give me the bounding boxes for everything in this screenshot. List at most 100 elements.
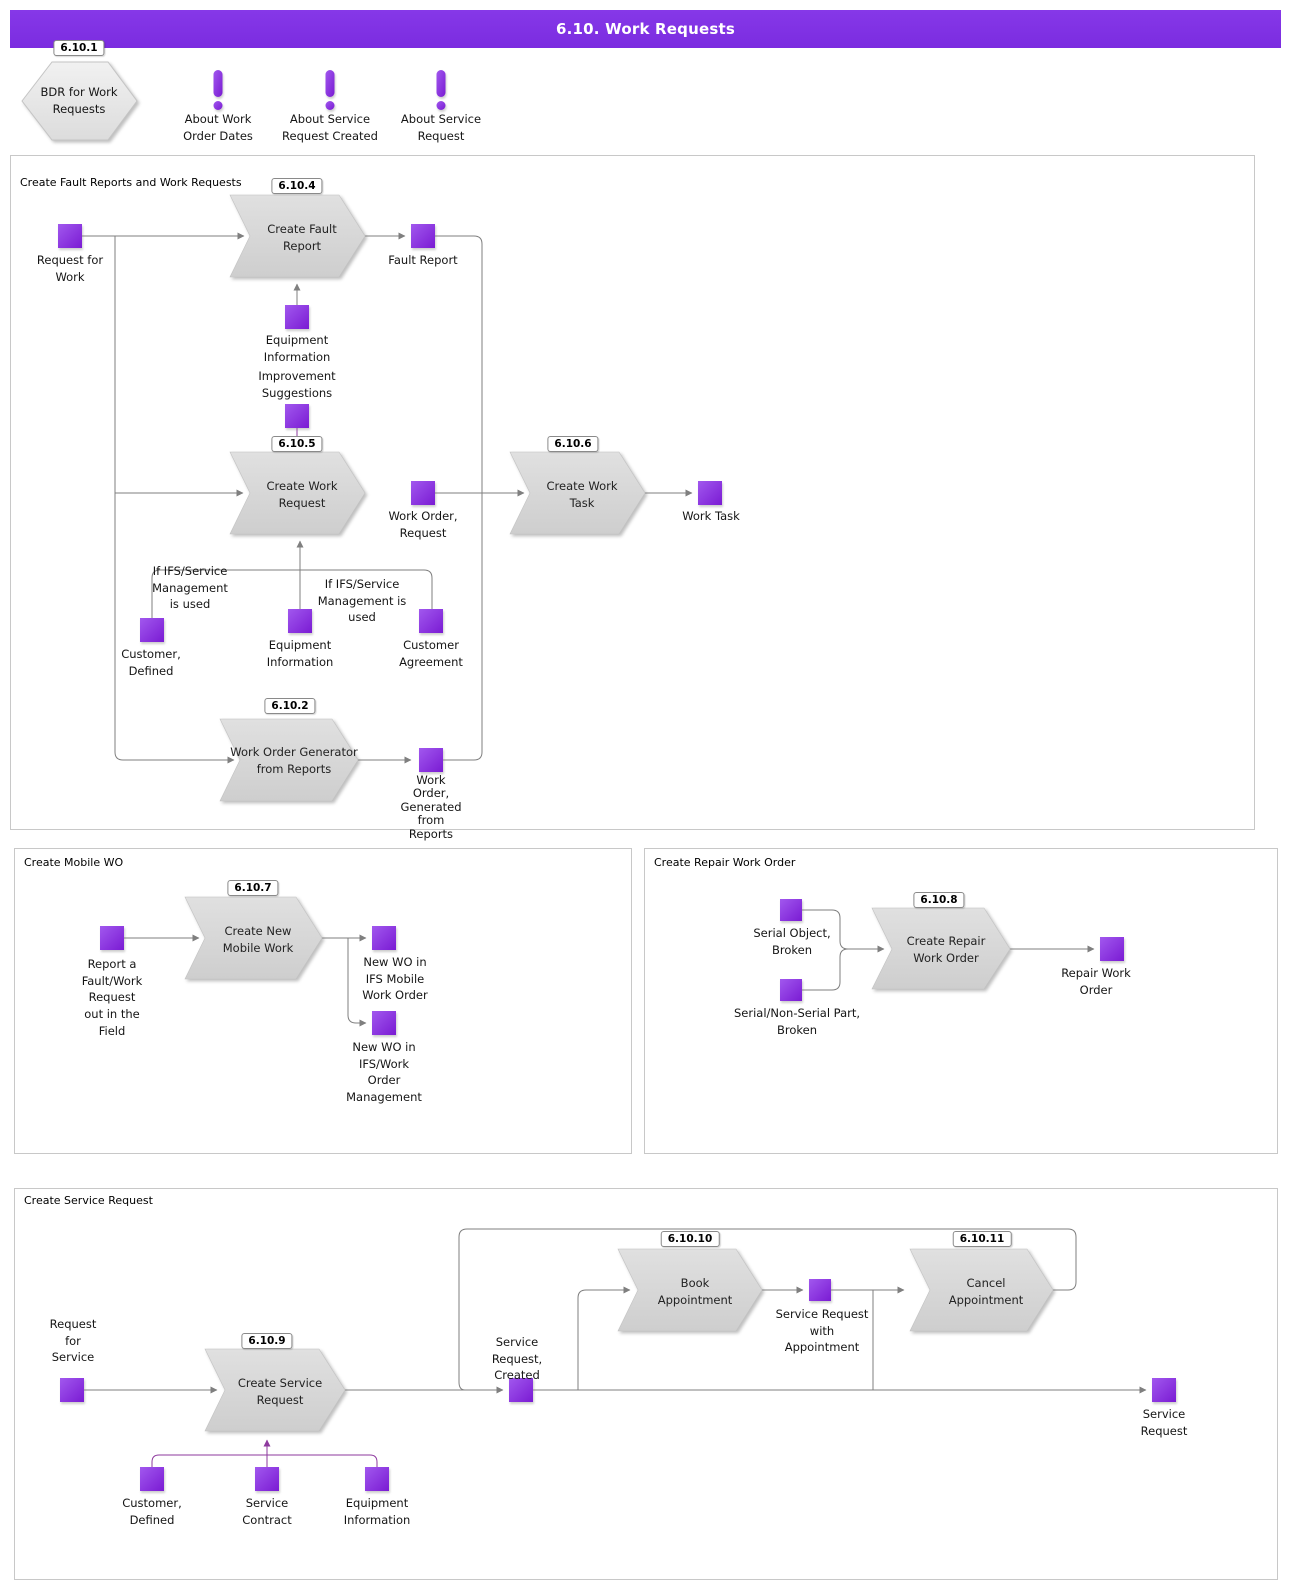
node-serial-part-broken[interactable] xyxy=(780,979,802,1001)
node-request-for-work[interactable] xyxy=(58,224,82,248)
badge-6-10-6[interactable]: 6.10.6 xyxy=(547,436,599,452)
note-icon-work-order-dates[interactable] xyxy=(213,70,223,110)
node-new-wo-ifs-wom[interactable] xyxy=(372,1011,396,1035)
process-create-work-request[interactable] xyxy=(229,451,366,535)
note-icons xyxy=(213,70,446,110)
process-create-service-request[interactable] xyxy=(204,1348,346,1432)
process-create-work-task[interactable] xyxy=(509,451,646,535)
badge-6-10-5[interactable]: 6.10.5 xyxy=(271,436,323,452)
label-about-service-request-created: About Service Request Created xyxy=(282,112,378,143)
label-work-task: Work Task xyxy=(682,509,740,523)
process-shapes xyxy=(184,194,1054,1432)
badge-6-10-10[interactable]: 6.10.10 xyxy=(660,1231,720,1247)
node-service-request-with-appointment[interactable] xyxy=(809,1279,831,1301)
connector-serialpart-to-repair xyxy=(802,948,849,991)
node-work-order-request[interactable] xyxy=(411,481,435,505)
label-service-request-with-appointment: Service Request with Appointment xyxy=(775,1307,869,1355)
label-equipment-information-top: Equipment Information xyxy=(263,333,331,364)
label-equipment-information-2: Equipment Information xyxy=(343,1496,411,1527)
label-request-for-service: Request for Service xyxy=(49,1317,97,1365)
label-serial-object-broken: Serial Object, Broken xyxy=(753,926,831,957)
label-create-repair-work-order: Create Repair Work Order xyxy=(906,934,986,965)
node-work-task[interactable] xyxy=(698,481,722,505)
page-title: 6.10. Work Requests xyxy=(556,20,735,38)
note-icon-service-request-created[interactable] xyxy=(325,70,335,110)
process-cancel-appointment[interactable] xyxy=(909,1248,1054,1332)
badge-6-10-9[interactable]: 6.10.9 xyxy=(241,1333,293,1349)
process-book-appointment[interactable] xyxy=(617,1248,763,1332)
connector-request-to-generator xyxy=(114,236,235,764)
bdr-hexagon[interactable] xyxy=(21,61,138,141)
label-bdr: BDR for Work Requests xyxy=(40,85,118,116)
note-icon-service-request[interactable] xyxy=(436,70,446,110)
badge-6-10-1[interactable]: 6.10.1 xyxy=(53,40,105,56)
connector-faultreport-merge xyxy=(435,235,483,493)
node-request-for-service[interactable] xyxy=(60,1378,84,1402)
node-improvement-suggestions[interactable] xyxy=(285,404,309,428)
data-squares xyxy=(58,224,1176,1491)
connector-srcreated-to-book xyxy=(577,1286,631,1390)
label-service-contract: Service Contract xyxy=(242,1496,292,1527)
process-create-new-mobile-work[interactable] xyxy=(184,896,323,980)
node-repair-work-order[interactable] xyxy=(1100,937,1124,961)
node-equipment-information[interactable] xyxy=(288,609,312,633)
panel-title-service: Create Service Request xyxy=(24,1194,153,1207)
node-customer-defined[interactable] xyxy=(140,618,164,642)
panel-create-mobile-wo xyxy=(14,848,632,1154)
panel-title-fault: Create Fault Reports and Work Requests xyxy=(20,176,242,189)
label-service-request: Service Request xyxy=(1140,1407,1188,1438)
label-repair-work-order: Repair Work Order xyxy=(1061,966,1131,997)
title-bar: 6.10. Work Requests xyxy=(10,10,1281,48)
connector-input-bus xyxy=(151,569,433,618)
badge-6-10-7[interactable]: 6.10.7 xyxy=(227,880,279,896)
label-request-for-work: Request for Work xyxy=(36,253,104,284)
node-equipment-information-2[interactable] xyxy=(365,1467,389,1491)
label-create-fault-report: Create Fault Report xyxy=(267,222,337,253)
label-customer-defined: Customer, Defined xyxy=(121,647,181,678)
label-work-order-request: Work Order, Request xyxy=(388,509,458,540)
label-service-request-created: Service Request, Created xyxy=(491,1335,543,1383)
node-service-request-created[interactable] xyxy=(509,1378,533,1402)
node-serial-object-broken[interactable] xyxy=(780,899,802,921)
node-equipment-information-top[interactable] xyxy=(285,305,309,329)
node-fault-report[interactable] xyxy=(411,224,435,248)
panel-title-repair: Create Repair Work Order xyxy=(654,856,796,869)
node-new-wo-ifs-mobile[interactable] xyxy=(372,926,396,950)
label-customer-defined-2: Customer, Defined xyxy=(122,1496,182,1527)
label-report-fault-field: Report a Fault/Work Request out in the F… xyxy=(81,957,143,1038)
node-service-contract[interactable] xyxy=(255,1467,279,1491)
label-customer-agreement: Customer Agreement xyxy=(399,638,463,669)
label-about-service-request: About Service Request xyxy=(400,112,482,143)
label-create-work-task: Create Work Task xyxy=(546,479,618,510)
connector-lines xyxy=(82,232,1147,1394)
node-customer-defined-2[interactable] xyxy=(140,1467,164,1491)
node-report-fault-field[interactable] xyxy=(100,926,124,950)
panel-title-mobile: Create Mobile WO xyxy=(24,856,124,869)
label-new-wo-ifs-mobile: New WO in IFS Mobile Work Order xyxy=(362,955,428,1003)
connector-service-bus xyxy=(151,1454,378,1467)
badge-6-10-8[interactable]: 6.10.8 xyxy=(913,892,965,908)
badge-6-10-11[interactable]: 6.10.11 xyxy=(952,1231,1012,1247)
connector-cancel-loopback xyxy=(458,1228,1077,1391)
label-condition-right: If IFS/Service Management is used xyxy=(317,577,407,625)
connector-generated-merge xyxy=(443,493,483,761)
process-create-repair-work-order[interactable] xyxy=(871,907,1011,990)
label-work-order-generator: Work Order Generator from Reports xyxy=(230,745,358,776)
label-work-order-generated: Work Order, Generated from Reports xyxy=(400,773,462,841)
process-create-fault-report[interactable] xyxy=(229,194,366,278)
label-serial-part-broken: Serial/Non-Serial Part, Broken xyxy=(733,1006,861,1037)
node-customer-agreement[interactable] xyxy=(419,609,443,633)
connector-createmobile-to-woifs xyxy=(347,938,367,1027)
process-work-order-generator[interactable] xyxy=(219,718,359,802)
label-fault-report: Fault Report xyxy=(388,253,458,267)
label-create-work-request: Create Work Request xyxy=(266,479,338,510)
label-create-service-request: Create Service Request xyxy=(237,1376,323,1407)
label-about-work-order-dates: About Work Order Dates xyxy=(183,112,253,143)
badge-6-10-2[interactable]: 6.10.2 xyxy=(264,698,316,714)
label-new-wo-ifs-wom: New WO in IFS/Work Order Management xyxy=(346,1040,422,1105)
node-work-order-generated[interactable] xyxy=(419,748,443,772)
badge-6-10-4[interactable]: 6.10.4 xyxy=(271,178,323,194)
label-cancel-appointment: Cancel Appointment xyxy=(948,1276,1024,1307)
node-service-request[interactable] xyxy=(1152,1378,1176,1402)
